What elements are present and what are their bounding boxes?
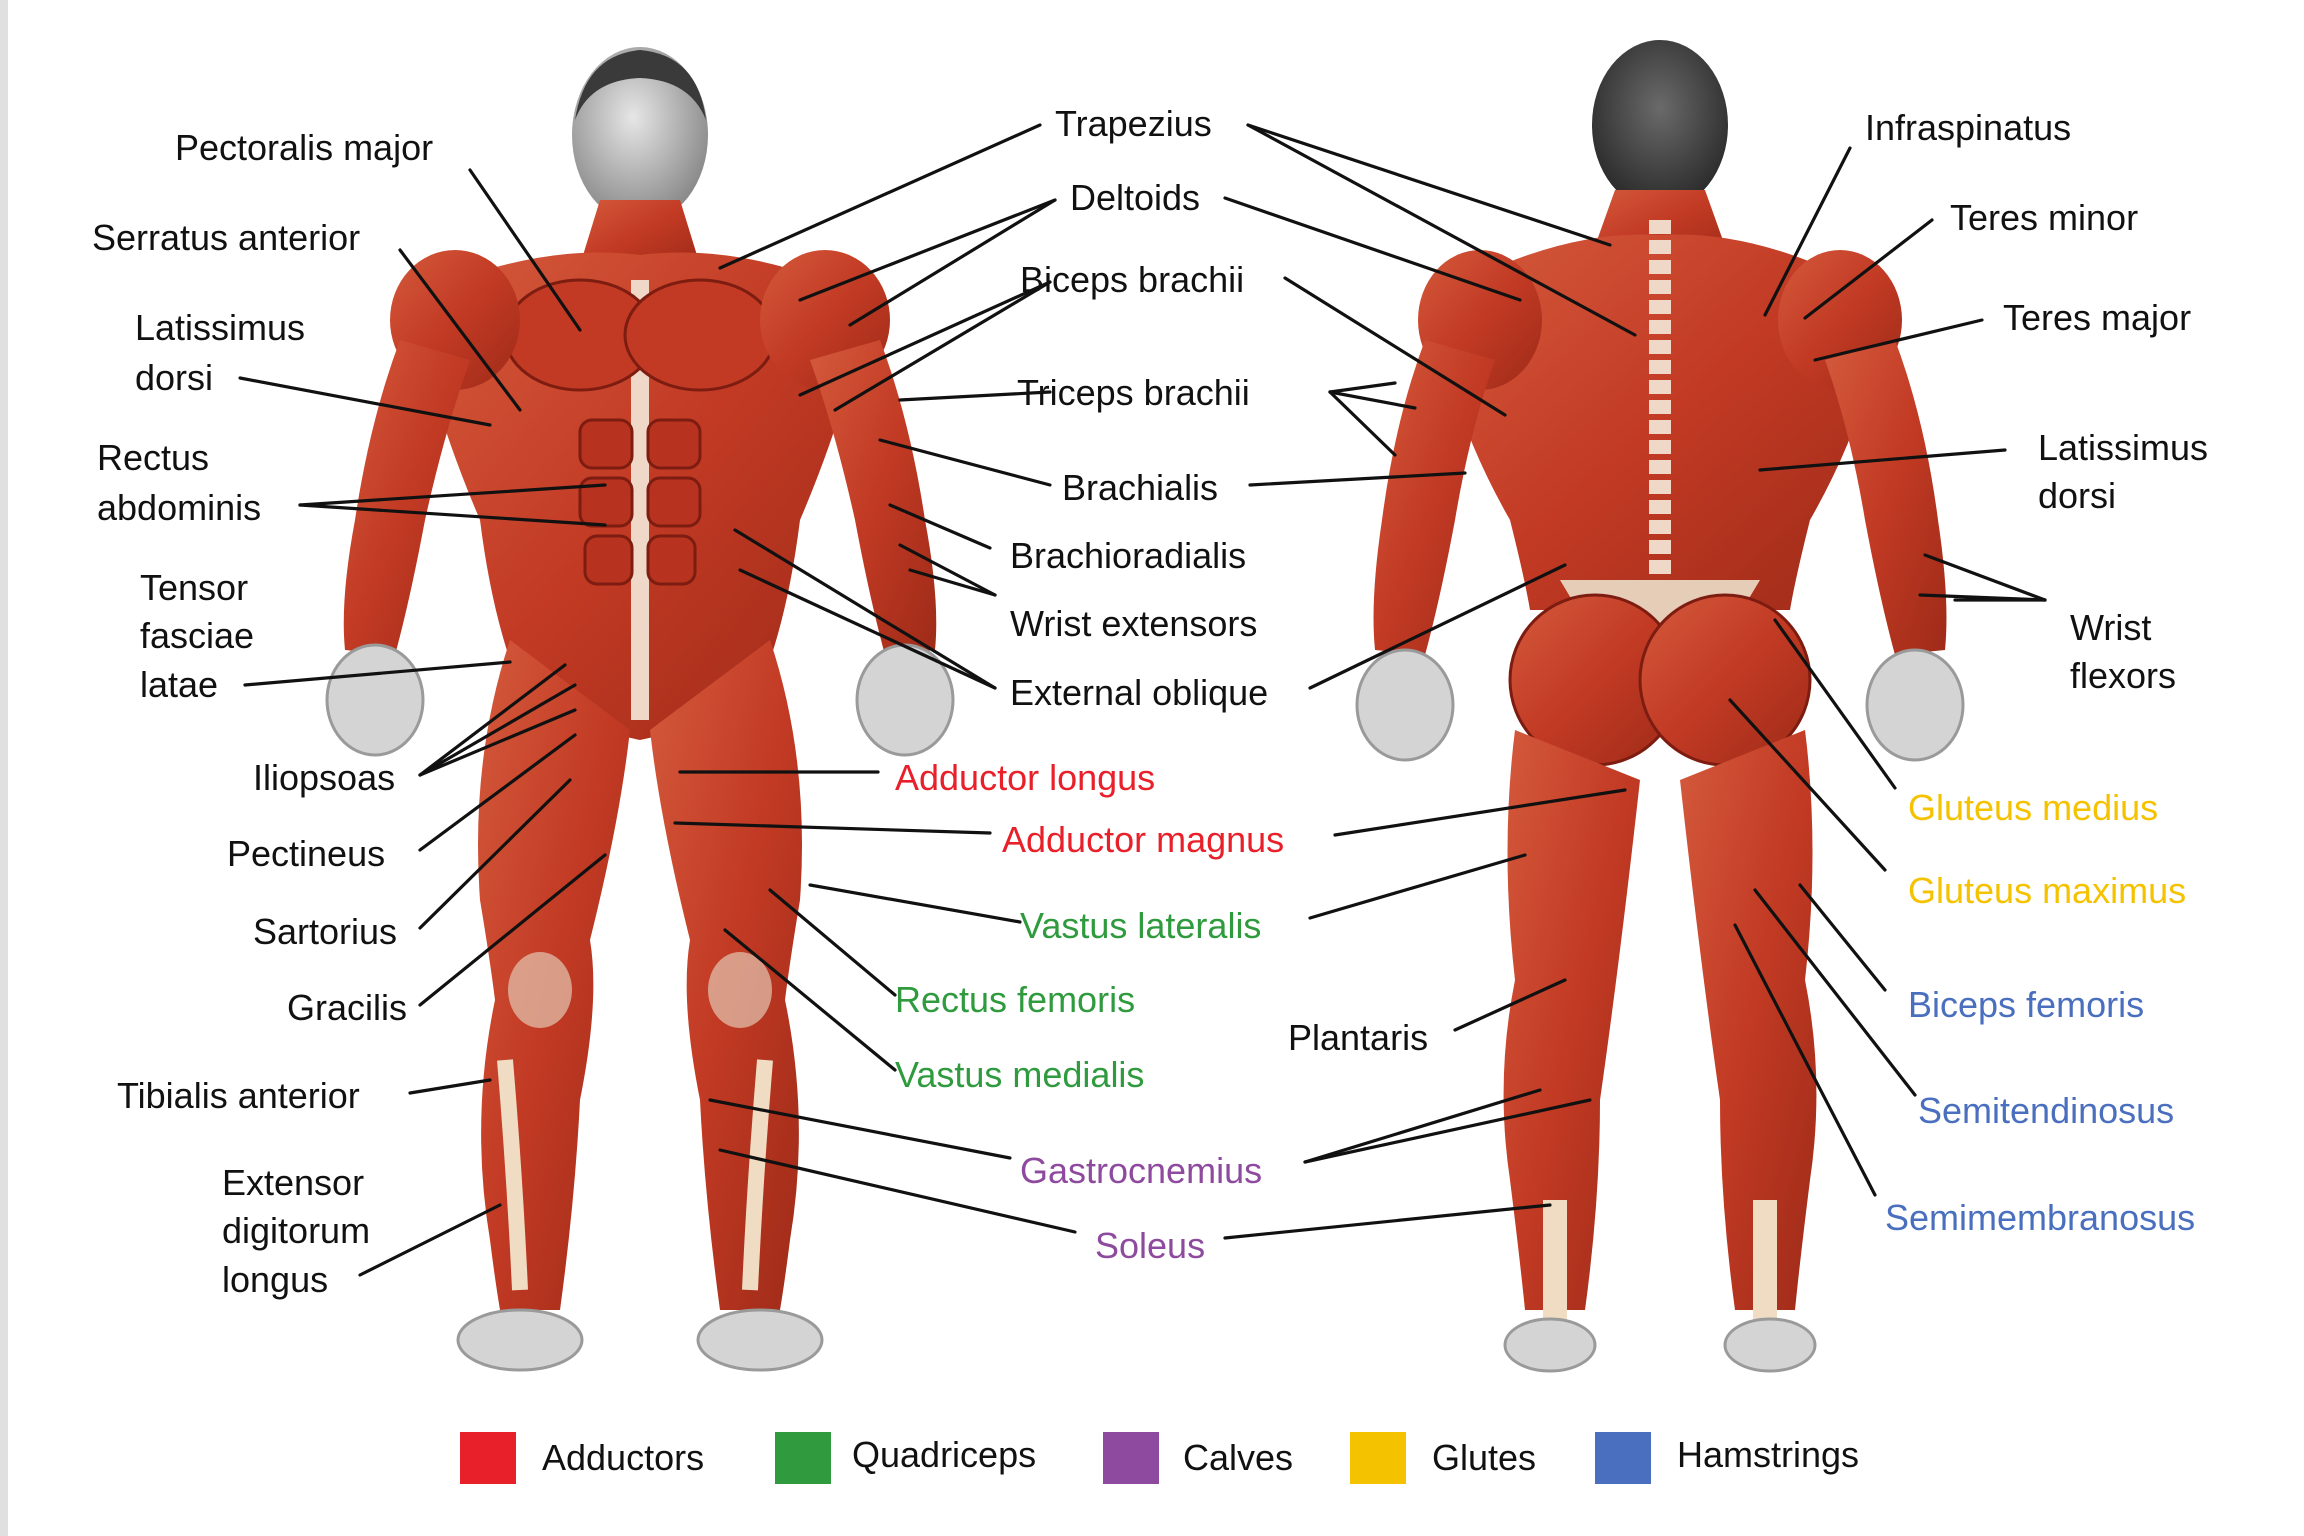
label-extensor-1: Extensor bbox=[222, 1162, 364, 1203]
back-hand-left bbox=[1355, 648, 1455, 762]
front-hair bbox=[575, 50, 706, 120]
front-arm-right bbox=[810, 340, 937, 655]
front-tibia-left bbox=[497, 1059, 528, 1291]
label-wrist-extensors: Wrist extensors bbox=[1010, 603, 1257, 644]
label-latissimus-back-1: Latissimus bbox=[2038, 427, 2208, 468]
label-trapezius: Trapezius bbox=[1055, 103, 1212, 144]
label-rectus-femoris: Rectus femoris bbox=[895, 979, 1135, 1020]
label-pectineus: Pectineus bbox=[227, 833, 385, 874]
front-tibia-right bbox=[742, 1059, 773, 1291]
label-extensor-2: digitorum bbox=[222, 1210, 370, 1251]
label-gluteus-medius: Gluteus medius bbox=[1908, 787, 2158, 828]
front-head bbox=[572, 47, 708, 223]
label-gluteus-maximus: Gluteus maximus bbox=[1908, 870, 2186, 911]
label-teres-major: Teres major bbox=[2003, 297, 2191, 338]
legend-label-glutes: Glutes bbox=[1432, 1437, 1536, 1478]
legend-swatch-adductors bbox=[460, 1432, 516, 1484]
legend-swatch-hamstrings bbox=[1595, 1432, 1651, 1484]
front-knee-right bbox=[708, 952, 772, 1028]
label-rectus-2: abdominis bbox=[97, 487, 261, 528]
label-tibialis-anterior: Tibialis anterior bbox=[117, 1075, 360, 1116]
front-neck bbox=[580, 200, 700, 265]
label-extensor-3: longus bbox=[222, 1259, 328, 1300]
front-abs bbox=[578, 418, 702, 586]
label-latissimus-front-1: Latissimus bbox=[135, 307, 305, 348]
legend-swatch-quadriceps bbox=[775, 1432, 831, 1484]
back-arm-right bbox=[1825, 340, 1947, 655]
leader-lines bbox=[238, 123, 2047, 1277]
label-gastrocnemius: Gastrocnemius bbox=[1020, 1150, 1262, 1191]
back-leg-right bbox=[1680, 730, 1817, 1310]
label-adductor-magnus: Adductor magnus bbox=[1002, 819, 1284, 860]
label-biceps-brachii: Biceps brachii bbox=[1020, 259, 1244, 300]
back-head bbox=[1592, 40, 1728, 210]
legend-label-adductors: Adductors bbox=[542, 1437, 704, 1478]
legend-label-calves: Calves bbox=[1183, 1437, 1293, 1478]
label-wrist-flexors-1: Wrist bbox=[2070, 607, 2151, 648]
label-wrist-flexors-2: flexors bbox=[2070, 655, 2176, 696]
front-foot-right bbox=[696, 1308, 824, 1372]
back-foot-left bbox=[1503, 1317, 1597, 1373]
label-latissimus-front-2: dorsi bbox=[135, 357, 213, 398]
label-triceps-brachii: Triceps brachii bbox=[1017, 372, 1250, 413]
front-hand-left bbox=[325, 643, 425, 757]
label-infraspinatus: Infraspinatus bbox=[1865, 107, 2071, 148]
legend-label-hamstrings: Hamstrings bbox=[1677, 1434, 1859, 1475]
label-biceps-femoris: Biceps femoris bbox=[1908, 984, 2144, 1025]
label-deltoids: Deltoids bbox=[1070, 177, 1200, 218]
legend-label-quadriceps: Quadriceps bbox=[852, 1434, 1036, 1475]
label-sartorius: Sartorius bbox=[253, 911, 397, 952]
front-figure bbox=[325, 47, 955, 1372]
label-iliopsoas: Iliopsoas bbox=[253, 757, 395, 798]
label-semimembranosus: Semimembranosus bbox=[1885, 1197, 2195, 1238]
label-vastus-medialis: Vastus medialis bbox=[895, 1054, 1144, 1095]
label-brachialis: Brachialis bbox=[1062, 467, 1218, 508]
label-tensor-1: Tensor bbox=[140, 567, 248, 608]
legend: Adductors Quadriceps Calves Glutes Hamst… bbox=[460, 1432, 1859, 1484]
front-pec-right bbox=[623, 278, 777, 392]
label-adductor-longus: Adductor longus bbox=[895, 757, 1155, 798]
labels: Pectoralis major Serratus anterior Latis… bbox=[92, 103, 2208, 1300]
label-latissimus-back-2: dorsi bbox=[2038, 475, 2116, 516]
label-pectoralis-major: Pectoralis major bbox=[175, 127, 433, 168]
label-brachioradialis: Brachioradialis bbox=[1010, 535, 1246, 576]
label-semitendinosus: Semitendinosus bbox=[1918, 1090, 2174, 1131]
back-hand-right bbox=[1865, 648, 1965, 762]
front-foot-left bbox=[456, 1308, 584, 1372]
label-plantaris: Plantaris bbox=[1288, 1017, 1428, 1058]
back-leg-left bbox=[1503, 730, 1640, 1310]
label-tensor-2: fasciae bbox=[140, 615, 254, 656]
front-knee-left bbox=[508, 952, 572, 1028]
label-external-oblique: External oblique bbox=[1010, 672, 1268, 713]
label-tensor-3: latae bbox=[140, 664, 218, 705]
back-figure bbox=[1355, 40, 1965, 1373]
label-rectus-1: Rectus bbox=[97, 437, 209, 478]
legend-swatch-glutes bbox=[1350, 1432, 1406, 1484]
label-serratus-anterior: Serratus anterior bbox=[92, 217, 360, 258]
label-teres-minor: Teres minor bbox=[1950, 197, 2138, 238]
left-border bbox=[0, 0, 8, 1536]
label-vastus-lateralis: Vastus lateralis bbox=[1020, 905, 1261, 946]
legend-swatch-calves bbox=[1103, 1432, 1159, 1484]
back-foot-right bbox=[1723, 1317, 1817, 1373]
label-gracilis: Gracilis bbox=[287, 987, 407, 1028]
back-arm-left bbox=[1373, 340, 1495, 655]
label-soleus: Soleus bbox=[1095, 1225, 1205, 1266]
